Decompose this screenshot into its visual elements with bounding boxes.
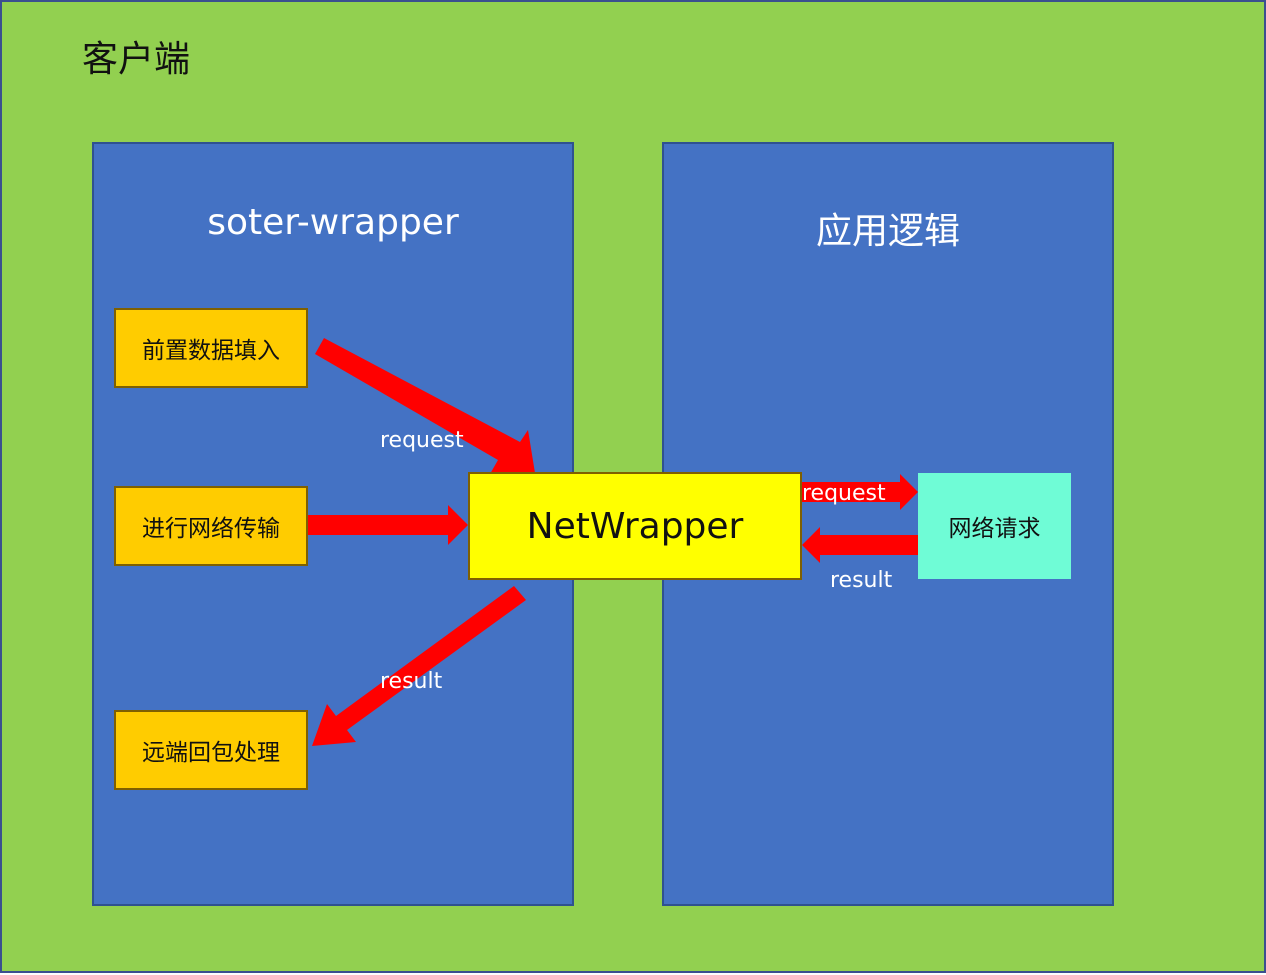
arrow-result-to-step3 — [312, 586, 526, 746]
arrow-request-to-network — [802, 474, 918, 510]
arrow-label-request-network: request — [802, 481, 886, 506]
soter-wrapper-title: soter-wrapper — [207, 202, 459, 243]
step-remote-response-handling: 远端回包处理 — [114, 710, 308, 790]
step-prefill-data: 前置数据填入 — [114, 308, 308, 388]
client-label: 客户端 — [82, 39, 191, 80]
network-request-box: 网络请求 — [918, 473, 1071, 579]
step-network-transfer: 进行网络传输 — [114, 486, 308, 566]
arrow-label-request: request — [380, 428, 464, 453]
arrow-label-result: result — [380, 669, 443, 694]
arrow-transfer-to-netwrapper — [308, 505, 468, 545]
netwrapper-box: NetWrapper — [468, 472, 802, 580]
arrow-result-from-network — [802, 527, 918, 563]
app-logic-title: 应用逻辑 — [815, 211, 960, 252]
arrow-request-to-netwrapper — [315, 338, 535, 474]
arrow-label-result-network: result — [830, 568, 893, 593]
